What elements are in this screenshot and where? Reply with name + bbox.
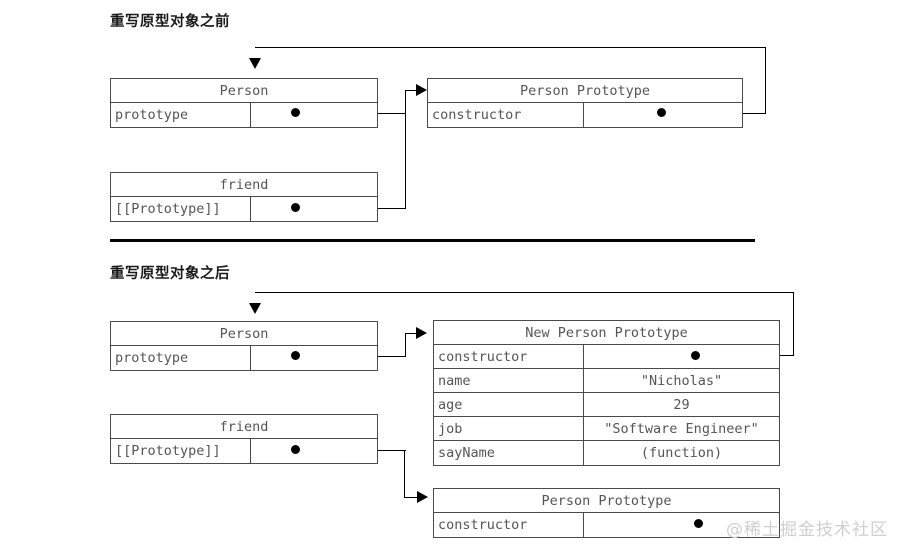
box-title-new-person-prototype: New Person Prototype	[434, 321, 779, 345]
row-key: constructor	[428, 103, 584, 127]
pointer-dot-new-constructor	[691, 351, 700, 360]
row-key: prototype	[111, 103, 251, 127]
connector-friend-to-proto-v	[405, 90, 406, 209]
table-row: constructor	[428, 103, 742, 127]
row-key: sayName	[434, 441, 584, 465]
table-row: [[Prototype]]	[111, 197, 377, 221]
connector-prototype-to-newproto-v	[405, 333, 406, 357]
row-key: constructor	[434, 513, 584, 537]
box-title-person-prototype-before: Person Prototype	[428, 79, 742, 103]
arrowhead-into-person-after	[249, 303, 261, 314]
row-value: "Nicholas"	[640, 373, 723, 389]
pointer-dot-constructor-before	[657, 108, 666, 117]
row-key: job	[434, 417, 584, 440]
section-heading-before: 重写原型对象之前	[110, 14, 230, 30]
row-value	[251, 439, 377, 463]
row-key: [[Prototype]]	[111, 439, 251, 463]
connector-newproto-constructor-h2	[255, 292, 794, 293]
arrowhead-into-new-person-prototype	[416, 327, 427, 339]
table-row: constructor	[434, 513, 779, 537]
row-key: prototype	[111, 346, 251, 370]
row-value	[584, 345, 779, 368]
pointer-dot-person-prototype-before	[291, 108, 300, 117]
box-person-after: Person prototype	[110, 321, 378, 371]
pointer-dot-friend-prototype-after	[291, 445, 300, 454]
row-value	[251, 346, 377, 370]
row-key: age	[434, 393, 584, 416]
box-person-before: Person prototype	[110, 78, 378, 128]
row-key: [[Prototype]]	[111, 197, 251, 221]
table-row: [[Prototype]]	[111, 439, 377, 463]
watermark: @稀土掘金技术社区	[726, 520, 888, 540]
box-title-person-after: Person	[111, 322, 377, 346]
pointer-dot-old-constructor	[694, 519, 703, 528]
connector-newproto-constructor-v	[793, 292, 794, 356]
pointer-dot-person-prototype-after	[291, 351, 300, 360]
section-divider	[110, 239, 755, 242]
connector-constructor-to-person-h2	[255, 47, 766, 48]
table-row: sayName (function)	[434, 441, 779, 465]
connector-prototype-to-newproto-h2	[405, 333, 418, 334]
box-title-friend-before: friend	[111, 173, 377, 197]
connector-prototype-to-proto-h2	[405, 90, 418, 91]
box-title-person-prototype-after: Person Prototype	[434, 489, 779, 513]
box-title-friend-after: friend	[111, 415, 377, 439]
row-key: constructor	[434, 345, 584, 368]
box-person-prototype-before: Person Prototype constructor	[427, 78, 743, 128]
pointer-dot-friend-prototype-before	[291, 203, 300, 212]
connector-friend-after-v	[404, 450, 405, 497]
row-value	[251, 103, 377, 127]
connector-constructor-to-person-v	[765, 47, 766, 114]
table-row: name "Nicholas"	[434, 369, 779, 393]
box-new-person-prototype: New Person Prototype constructor name "N…	[433, 320, 780, 466]
row-key: name	[434, 369, 584, 392]
arrowhead-into-person-prototype-after	[417, 491, 428, 503]
box-friend-before: friend [[Prototype]]	[110, 172, 378, 222]
arrowhead-into-person-prototype-before	[416, 84, 427, 96]
table-row: constructor	[434, 345, 779, 369]
box-title-person-before: Person	[111, 79, 377, 103]
box-person-prototype-after: Person Prototype constructor	[433, 488, 780, 538]
row-value: "Software Engineer"	[604, 421, 759, 437]
row-value: (function)	[640, 445, 723, 461]
section-heading-after: 重写原型对象之后	[110, 266, 230, 282]
box-friend-after: friend [[Prototype]]	[110, 414, 378, 464]
row-value	[251, 197, 377, 221]
table-row: job "Software Engineer"	[434, 417, 779, 441]
arrowhead-into-person-before	[249, 58, 261, 69]
table-row: age 29	[434, 393, 779, 417]
connector-friend-after-h2	[404, 497, 419, 498]
row-value: 29	[673, 397, 690, 413]
table-row: prototype	[111, 103, 377, 127]
table-row: prototype	[111, 346, 377, 370]
